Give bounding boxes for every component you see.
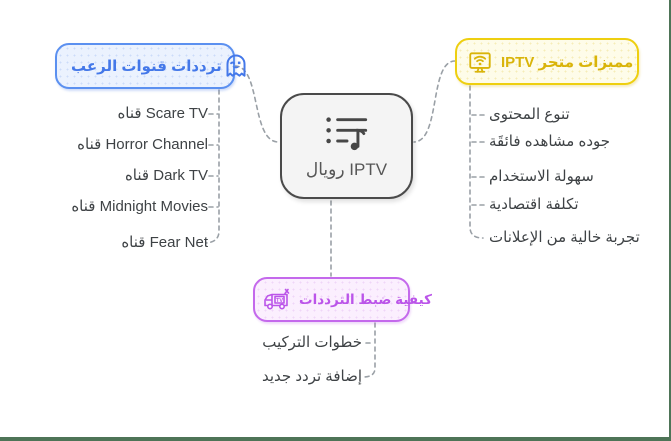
monitor-wifi-icon xyxy=(467,49,493,75)
branch-label-horror: ترددات قنوات الرعب xyxy=(71,58,222,75)
item-dark-tv[interactable]: قناه Dark TV xyxy=(124,167,208,184)
branch-node-horror[interactable]: ترددات قنوات الرعب xyxy=(55,43,246,89)
item-fear-net[interactable]: قناه Fear Net xyxy=(121,234,208,251)
branch-label-features: مميزات متجر IPTV xyxy=(501,53,634,71)
playlist-music-icon xyxy=(324,113,370,153)
item-content-variety[interactable]: تنوع المحتوى xyxy=(489,106,570,123)
branch-node-features[interactable]: مميزات متجر IPTV xyxy=(455,38,639,85)
branch-label-setup: كيفية ضبط الترددات xyxy=(299,291,432,307)
root-node[interactable]: رويال IPTV xyxy=(280,93,413,199)
item-install-steps[interactable]: خطوات التركيب xyxy=(262,334,362,351)
item-add-frequency[interactable]: إضافة تردد جديد xyxy=(261,368,362,385)
ghost-icon xyxy=(222,52,250,80)
item-ease-of-use[interactable]: سهولة الاستخدام xyxy=(489,168,594,185)
item-ad-free[interactable]: تجربة خالية من الإعلانات xyxy=(489,229,640,246)
tv-van-icon: TV xyxy=(263,286,293,313)
root-label: رويال IPTV xyxy=(305,159,388,179)
item-economical-cost[interactable]: تكلفة اقتصادية xyxy=(489,196,579,213)
branch-node-setup[interactable]: TV كيفية ضبط الترددات xyxy=(253,277,432,322)
item-horror-channel[interactable]: قناه Horror Channel xyxy=(77,136,208,153)
item-viewing-quality[interactable]: جوده مشاهده فائقَة xyxy=(489,133,611,150)
item-scare-tv[interactable]: قناه Scare TV xyxy=(117,105,208,122)
frame-bottom-bar xyxy=(0,437,669,441)
item-midnight-movies[interactable]: قناه Midnight Movies xyxy=(71,198,208,215)
svg-text:TV: TV xyxy=(276,298,283,304)
